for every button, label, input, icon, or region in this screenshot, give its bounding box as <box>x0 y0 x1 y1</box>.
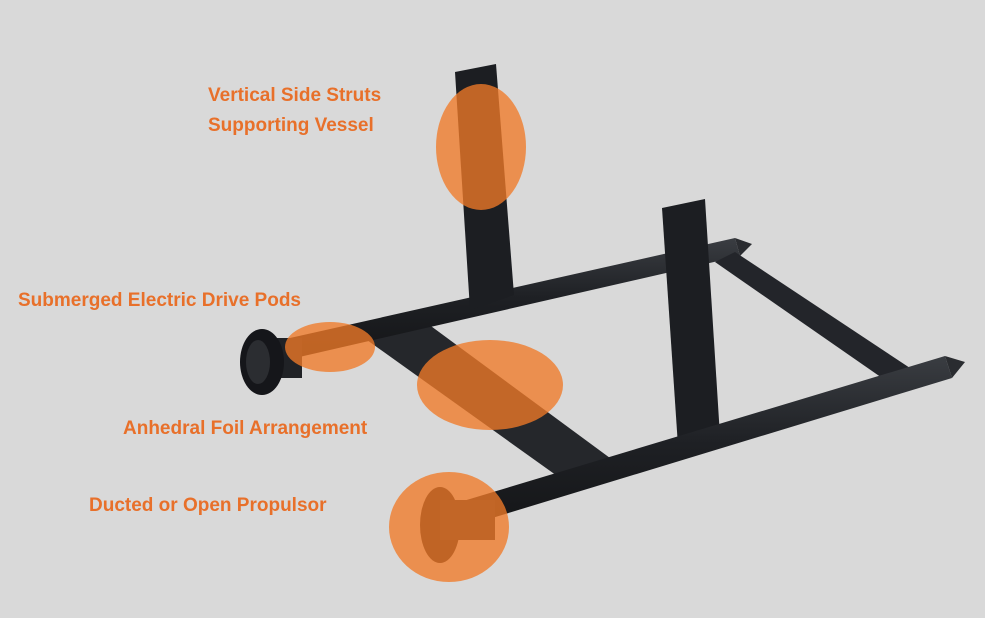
front-vertical-strut <box>662 199 720 446</box>
front-rail <box>440 356 952 532</box>
label-propulsor: Ducted or Open Propulsor <box>89 495 327 516</box>
highlight-propulsor <box>389 472 509 582</box>
label-pods: Submerged Electric Drive Pods <box>18 290 301 311</box>
label-struts-line2: Supporting Vessel <box>208 115 374 136</box>
left-rail <box>290 238 740 358</box>
label-struts-line1: Vertical Side Struts <box>208 85 382 106</box>
left-rail-nose <box>735 238 752 256</box>
highlight-struts <box>436 84 526 210</box>
highlight-pods <box>285 322 375 372</box>
front-rail-nose <box>945 356 965 378</box>
left-pod-hub <box>246 340 270 384</box>
highlight-foil <box>417 340 563 430</box>
label-foil: Anhedral Foil Arrangement <box>123 418 368 439</box>
right-crossbar <box>715 252 910 380</box>
